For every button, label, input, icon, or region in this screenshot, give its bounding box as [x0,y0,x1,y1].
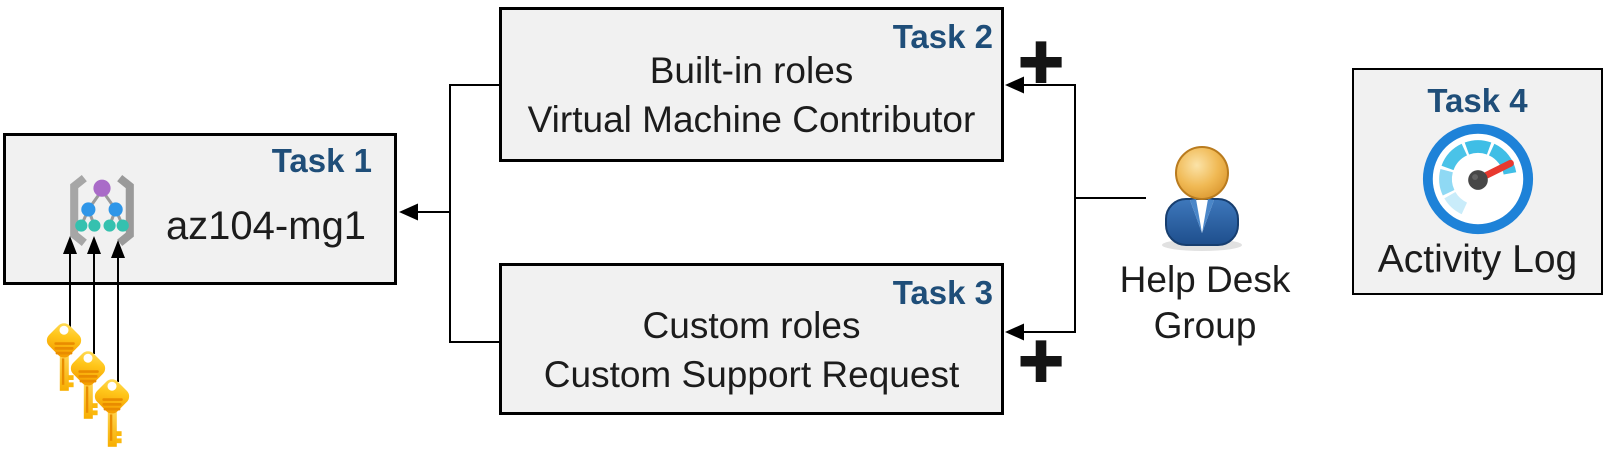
person-lapel [1190,199,1202,233]
bracket-right [117,174,134,246]
root-node [93,179,111,197]
task2-text: Built-in roles Virtual Machine Contribut… [502,46,1001,144]
person-lapel [1202,199,1214,233]
task4-label: Task 4 [1427,82,1528,119]
task3-box: Task 3 Custom roles Custom Support Reque… [499,263,1004,415]
plus-task2: + [1017,16,1065,106]
task3-label: Task 3 [892,274,993,311]
task4-box: Task 4 Activity Log [1352,68,1603,295]
management-group-name: az104-mg1 [165,204,367,248]
task2-box: Task 2 Built-in roles Virtual Machine Co… [499,7,1004,162]
key-icon [94,379,130,447]
activity-log-gauge-icon [1422,123,1533,235]
left-bracket-connector [448,83,500,344]
gauge-hub-highlight [1471,174,1478,180]
leaf-node [103,219,116,232]
child-node [108,202,123,217]
child-node [81,202,96,217]
leaf-node [88,219,101,232]
task2-label: Task 2 [892,18,993,55]
task2-line1: Built-in roles [649,50,854,91]
task3-line2: Custom Support Request [543,354,960,395]
task4-caption: Activity Log [1377,238,1578,281]
key-icon [70,351,106,419]
leaf-node [75,219,88,232]
help-desk-group-label: Help Desk Group [1119,259,1291,346]
key-icon [46,323,82,391]
arrowhead-task1 [399,203,418,221]
task2-line2: Virtual Machine Contributor [527,99,976,140]
task1-label: Task 1 [271,142,372,179]
task3-line1: Custom roles [642,305,861,346]
management-group-icon [70,174,134,246]
gauge-segments [1438,140,1516,215]
leaf-node [116,219,129,232]
right-bracket-connector [1023,83,1077,334]
task1-box: Task 1 az104-mg1 [3,133,397,285]
plus-task3: + [1017,315,1065,405]
task3-text: Custom roles Custom Support Request [502,301,1001,399]
person-head [1175,146,1229,200]
gauge-hub [1467,170,1488,190]
person-icon [1162,146,1242,251]
bracket-left [70,174,87,246]
